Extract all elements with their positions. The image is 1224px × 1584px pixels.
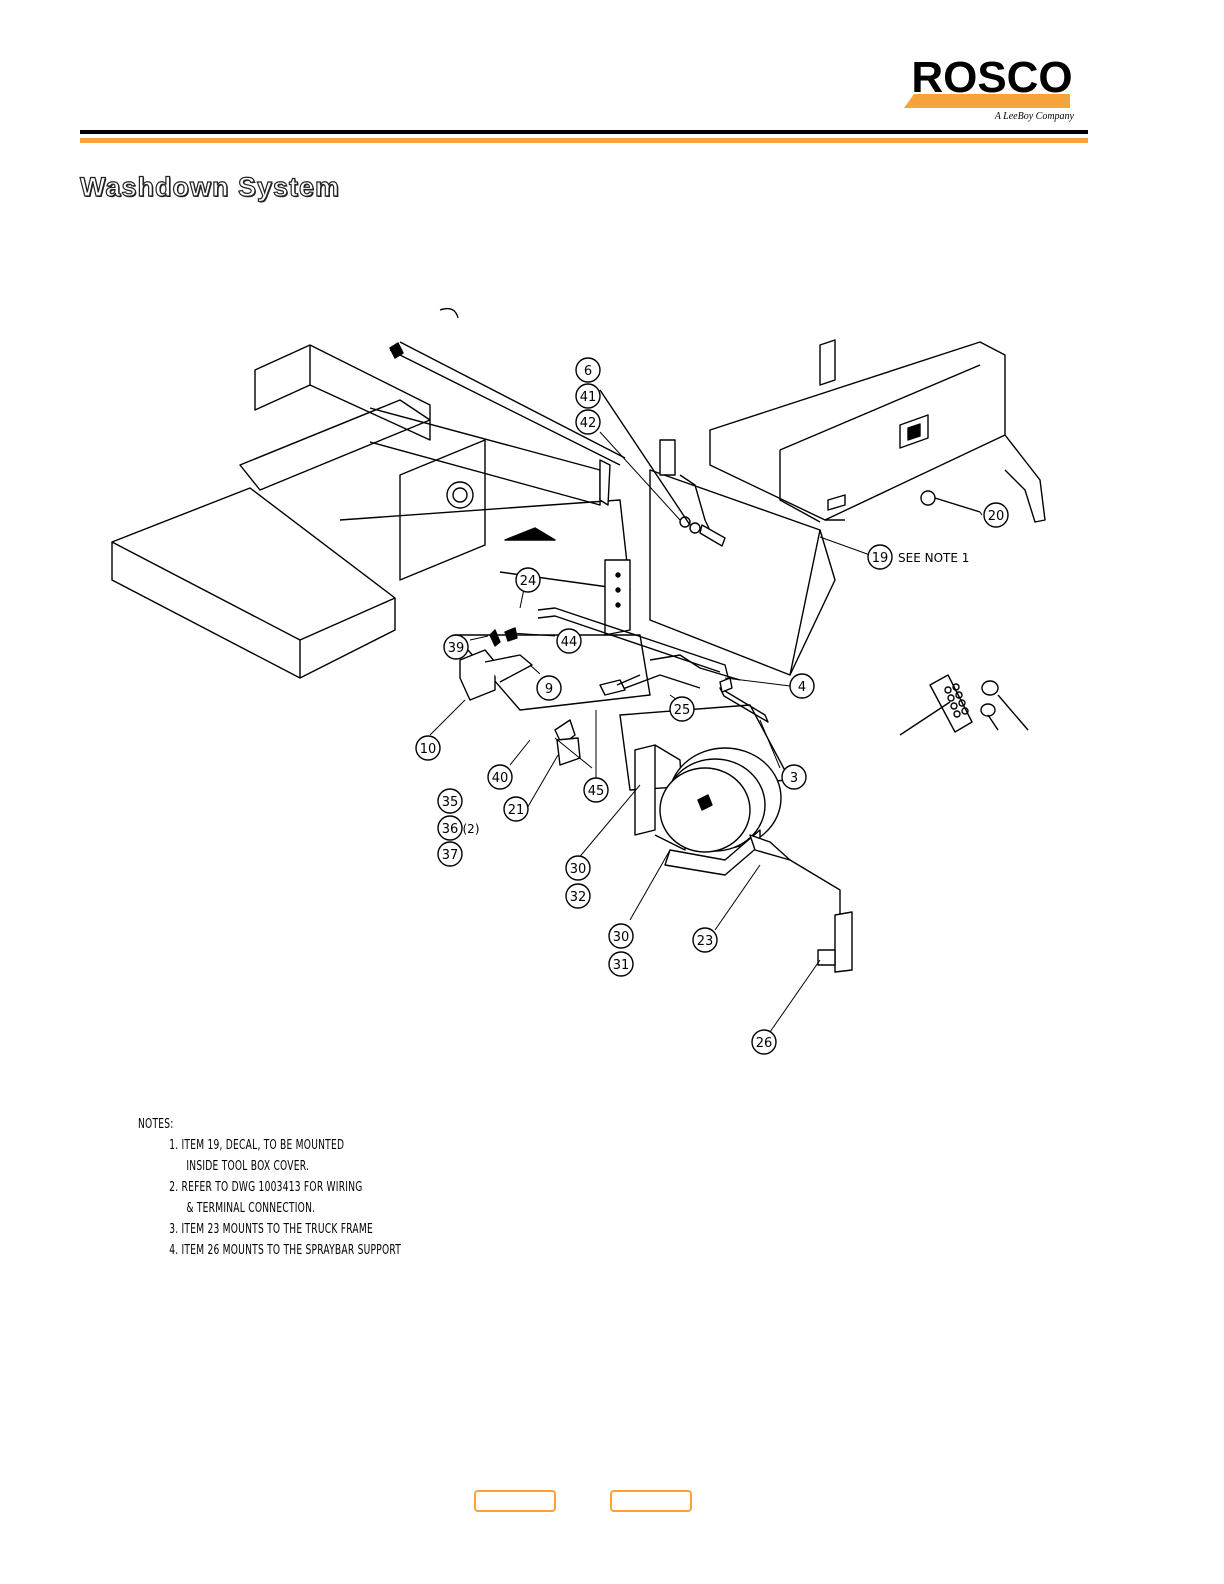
header-rule-orange <box>80 138 1088 143</box>
svg-text:30: 30 <box>570 862 587 877</box>
callout-41: 41 <box>575 383 601 409</box>
svg-text:37: 37 <box>442 848 459 863</box>
svg-text:31: 31 <box>613 958 630 973</box>
next-page-button[interactable] <box>610 1490 692 1512</box>
note-1-continued: INSIDE TOOL BOX COVER. <box>186 1159 310 1174</box>
callout-20: 20 <box>983 502 1009 528</box>
callout-26: 26 <box>751 1029 777 1055</box>
callout-31: 31 <box>608 951 634 977</box>
callout-23: 23 <box>692 927 718 953</box>
svg-text:45: 45 <box>588 784 605 799</box>
note-2-continued: & TERMINAL CONNECTION. <box>186 1201 316 1216</box>
callout-45: 45 <box>583 777 609 803</box>
callout-35: 35 <box>437 788 463 814</box>
svg-text:26: 26 <box>756 1036 773 1051</box>
logo-swoosh <box>904 94 1070 108</box>
svg-text:6: 6 <box>584 364 592 379</box>
svg-text:(2): (2) <box>463 822 480 836</box>
callout-30b: 30 <box>608 923 634 949</box>
svg-text:3: 3 <box>790 771 798 786</box>
washdown-diagram: 6 41 42 20 19 SEE NOTE 1 24 39 44 9 4 10… <box>111 307 1046 1055</box>
callout-4: 4 <box>789 673 815 699</box>
callout-37: 37 <box>437 841 463 867</box>
callout-9: 9 <box>536 675 562 701</box>
svg-text:24: 24 <box>520 574 537 589</box>
callout-32: 32 <box>565 883 591 909</box>
callout-3: 3 <box>781 764 807 790</box>
svg-text:41: 41 <box>580 390 597 405</box>
svg-text:23: 23 <box>697 934 714 949</box>
platform-assembly <box>111 307 631 679</box>
remote-control <box>899 674 1029 736</box>
svg-text:25: 25 <box>674 703 691 718</box>
svg-text:32: 32 <box>570 890 587 905</box>
hose-reel <box>619 704 853 973</box>
toolbox-assembly <box>649 339 1046 676</box>
note-4: 4. ITEM 26 MOUNTS TO THE SPRAYBAR SUPPOR… <box>169 1243 402 1258</box>
note-3: 3. ITEM 23 MOUNTS TO THE TRUCK FRAME <box>169 1222 373 1237</box>
svg-text:36: 36 <box>442 822 459 837</box>
callout-25: 25 <box>669 696 695 722</box>
notes-block: NOTES: 1. ITEM 19, DECAL, TO BE MOUNTED … <box>138 1114 401 1261</box>
callout-balloons: 6 41 42 20 19 SEE NOTE 1 24 39 44 9 4 10… <box>415 357 1009 1055</box>
callout-10: 10 <box>415 735 441 761</box>
logo-tagline: A LeeBoy Company <box>994 111 1075 122</box>
note-2: 2. REFER TO DWG 1003413 FOR WIRING <box>169 1180 363 1195</box>
svg-text:44: 44 <box>561 635 578 650</box>
notes-heading: NOTES: <box>138 1117 174 1132</box>
svg-text:19: 19 <box>872 551 889 566</box>
svg-text:4: 4 <box>798 680 806 695</box>
valve-group <box>599 389 726 547</box>
logo-wordmark: ROSCO <box>911 53 1072 102</box>
rosco-logo: ROSCO A LeeBoy Company <box>904 53 1075 122</box>
svg-text:35: 35 <box>442 795 459 810</box>
callout-21: 21 <box>503 796 529 822</box>
callout-42: 42 <box>575 409 601 435</box>
callout-30a: 30 <box>565 855 591 881</box>
svg-text:SEE NOTE 1: SEE NOTE 1 <box>898 551 969 565</box>
prev-page-button[interactable] <box>474 1490 556 1512</box>
svg-text:39: 39 <box>448 641 465 656</box>
svg-text:9: 9 <box>545 682 553 697</box>
svg-text:20: 20 <box>988 509 1005 524</box>
svg-text:10: 10 <box>420 742 437 757</box>
note-1: 1. ITEM 19, DECAL, TO BE MOUNTED <box>169 1138 345 1153</box>
header-rule-black <box>80 130 1088 134</box>
page-title: Washdown System <box>79 171 341 202</box>
svg-text:42: 42 <box>580 416 597 431</box>
callout-36: 36 (2) <box>437 815 480 841</box>
leader-lines <box>429 431 983 1033</box>
svg-text:40: 40 <box>492 771 509 786</box>
callout-44: 44 <box>556 628 582 654</box>
callout-6: 6 <box>575 357 601 383</box>
svg-text:30: 30 <box>613 930 630 945</box>
callout-39: 39 <box>443 634 469 660</box>
svg-text:21: 21 <box>508 803 525 818</box>
callout-24: 24 <box>515 567 541 593</box>
callout-19: 19 SEE NOTE 1 <box>867 544 969 570</box>
callout-40: 40 <box>487 764 513 790</box>
